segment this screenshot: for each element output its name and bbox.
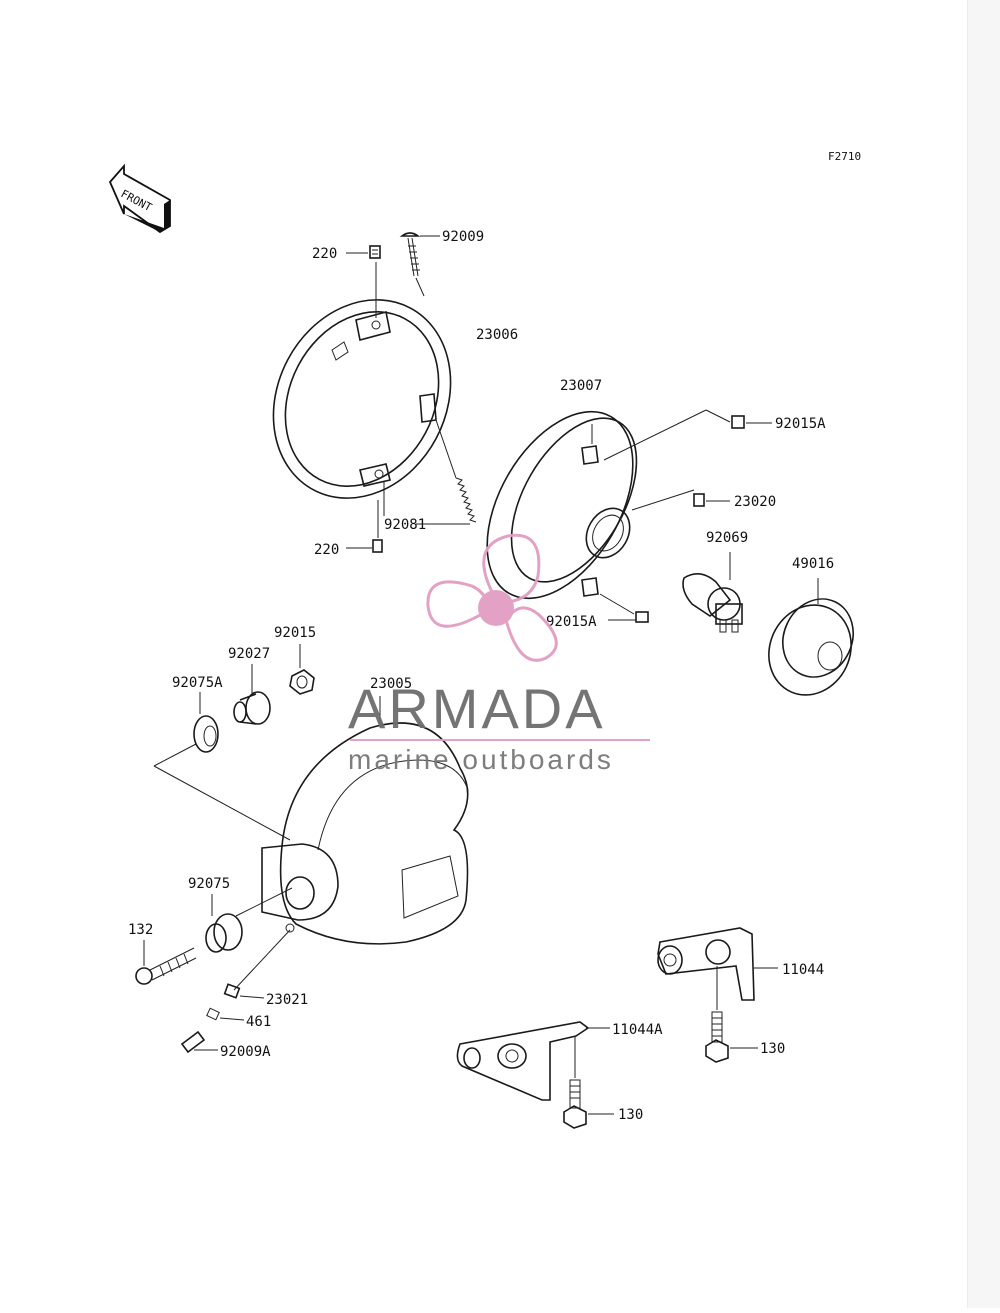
screw-220-bottom <box>346 500 383 553</box>
part-label-92015A-top: 92015A <box>775 416 826 432</box>
watermark-tagline: marine outboards <box>348 744 614 775</box>
part-label-92069: 92069 <box>706 530 748 546</box>
part-label-11044A: 11044A <box>612 1022 663 1038</box>
grommet-92075 <box>205 894 243 953</box>
front-arrow-icon: FRONT <box>108 163 171 234</box>
bolt-130-right <box>705 966 758 1063</box>
spring-92081 <box>383 419 477 525</box>
part-label-220-top: 220 <box>312 246 337 262</box>
leader-lines-unit <box>599 409 731 615</box>
part-label-130-right: 130 <box>760 1041 785 1057</box>
leader-lines-housing <box>153 743 293 991</box>
part-label-23007: 23007 <box>560 378 602 394</box>
cap-49016 <box>768 578 854 696</box>
part-label-92075: 92075 <box>188 876 230 892</box>
part-label-49016: 49016 <box>792 556 834 572</box>
screw-92009A <box>180 1030 218 1054</box>
part-label-132: 132 <box>128 922 153 938</box>
propeller-logo-icon <box>426 533 558 662</box>
nut-92015 <box>289 644 315 695</box>
part-label-11044: 11044 <box>782 962 824 978</box>
bolt-132 <box>135 940 197 985</box>
part-label-130-bottom: 130 <box>618 1107 643 1123</box>
bracket-11044A <box>456 1021 610 1101</box>
part-label-92015A-bottom: 92015A <box>546 614 597 630</box>
part-label-92075A: 92075A <box>172 675 223 691</box>
pin-461 <box>206 1007 245 1021</box>
headlight-rim <box>272 299 452 499</box>
bracket-11044 <box>657 927 778 1001</box>
part-label-23006: 23006 <box>476 327 518 343</box>
part-label-92081: 92081 <box>384 517 426 533</box>
screw-92009 <box>399 232 440 297</box>
part-label-461: 461 <box>246 1014 271 1030</box>
page-edge <box>967 0 1000 1308</box>
part-label-92015: 92015 <box>274 625 316 641</box>
part-label-23005: 23005 <box>370 676 412 692</box>
collar-92027 <box>233 664 271 725</box>
bolt-130-bottom <box>563 1036 614 1129</box>
clip-23021 <box>223 983 265 999</box>
part-label-23021: 23021 <box>266 992 308 1008</box>
grommet-92075A <box>193 692 219 753</box>
part-label-220-bottom: 220 <box>314 542 339 558</box>
watermark: ARMADA marine outboards <box>348 533 650 775</box>
screw-220-top <box>346 245 381 318</box>
clip-92015A-top <box>731 415 772 429</box>
figure-code: F2710 <box>828 150 861 163</box>
part-label-92027: 92027 <box>228 646 270 662</box>
part-label-92009A: 92009A <box>220 1044 271 1060</box>
part-label-23020: 23020 <box>734 494 776 510</box>
watermark-brand: ARMADA <box>348 677 606 740</box>
clip-23020 <box>693 493 730 507</box>
bulb-92069 <box>682 552 743 633</box>
part-label-92009: 92009 <box>442 229 484 245</box>
clip-92015A-bottom <box>608 611 649 623</box>
headlight-unit <box>486 410 638 600</box>
headlight-housing <box>261 696 469 945</box>
